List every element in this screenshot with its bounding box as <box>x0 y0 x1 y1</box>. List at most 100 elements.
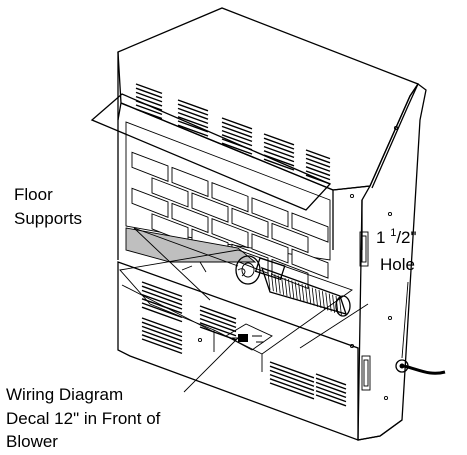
vent-slot <box>315 373 347 386</box>
blower-fin <box>298 282 301 301</box>
blower-fin <box>311 287 315 306</box>
vent-slot <box>221 121 253 134</box>
label-hole-word: Hole <box>380 255 415 274</box>
right-side-panel <box>357 83 427 441</box>
vent-slot <box>263 137 295 150</box>
label-floor: Floor <box>14 185 53 204</box>
blower-fin <box>288 279 291 298</box>
blower-fin <box>328 293 332 312</box>
blower-fin <box>274 274 278 293</box>
vent-slot <box>221 138 253 151</box>
vent-slot <box>263 141 295 154</box>
brick <box>271 222 309 254</box>
heat-deflector <box>90 93 332 211</box>
leader-lines <box>133 227 409 393</box>
blower-fin <box>294 281 298 300</box>
cabinet-outline <box>117 7 427 441</box>
brick <box>191 192 229 223</box>
vent-slot <box>315 390 347 403</box>
vent-slot <box>141 334 183 350</box>
vent-slot <box>221 117 253 130</box>
vent-slot <box>141 338 183 355</box>
brick <box>131 151 169 182</box>
vent-slot <box>269 373 315 392</box>
label-wiring-decal: Wiring Diagram Decal 12" in Front of Blo… <box>6 385 161 451</box>
vent-slot <box>315 377 347 390</box>
vent-slot <box>177 103 209 116</box>
vent-slot <box>177 116 209 129</box>
vent-slot <box>305 161 331 172</box>
label-wiring-line1: Wiring Diagram <box>6 385 123 404</box>
vent-slot <box>315 385 347 399</box>
label-hole: 1 1/2" Hole <box>376 227 417 274</box>
blower-fin <box>305 285 308 304</box>
vent-slot <box>199 309 237 324</box>
vent-slot <box>141 285 183 302</box>
label-supports: Supports <box>14 209 82 228</box>
label-hole-size: 1 1/2" <box>376 227 417 247</box>
brick <box>251 233 289 264</box>
side-details <box>197 125 446 401</box>
label-wiring-line3: Blower <box>6 432 58 451</box>
vent-slot <box>141 302 183 319</box>
vent-slot <box>141 329 183 346</box>
blower-fin <box>318 289 322 309</box>
vent-slot <box>315 394 347 407</box>
vent-slot <box>141 293 183 310</box>
blower-fin <box>267 271 271 291</box>
blower-fin <box>277 275 281 294</box>
vent-slot <box>263 133 295 146</box>
brick <box>291 248 329 279</box>
vent-slot <box>199 317 237 333</box>
vent-slot <box>141 289 183 306</box>
blower-fin <box>332 294 335 313</box>
blower-fin <box>322 291 325 310</box>
vent-slot <box>269 378 315 396</box>
vent-slot <box>221 129 253 143</box>
vent-slot <box>263 145 295 159</box>
vent-slot <box>305 149 331 160</box>
blower-fin <box>339 297 342 316</box>
label-floor-supports: Floor Supports <box>14 185 82 228</box>
vent-slot <box>135 108 163 120</box>
brick <box>291 212 329 243</box>
vent-slot <box>221 125 253 138</box>
vent-slot <box>177 99 209 112</box>
vent-slot <box>177 107 209 120</box>
power-cord <box>403 364 446 375</box>
vent-slot <box>221 142 253 155</box>
brick <box>211 182 249 213</box>
brick <box>231 207 269 238</box>
vent-slot <box>141 306 183 323</box>
brick <box>171 166 209 198</box>
vent-slot <box>199 305 237 320</box>
bottom-front-panel <box>117 261 359 441</box>
brick-wall <box>131 151 329 290</box>
vent-slot <box>305 166 331 177</box>
vent-slot <box>177 111 209 125</box>
vent-slot <box>141 298 183 314</box>
brick <box>131 187 169 218</box>
vent-slot <box>141 281 183 298</box>
blower-fin <box>335 295 339 315</box>
vent-slot <box>177 120 209 133</box>
vent-slot <box>135 100 163 111</box>
vent-slot <box>269 361 315 379</box>
vent-slot <box>177 124 209 137</box>
vent-slot <box>263 150 295 163</box>
brick <box>211 218 249 249</box>
blower-fin <box>281 276 284 295</box>
blower-fin <box>301 283 305 303</box>
vent-slot <box>269 382 315 400</box>
vent-slot <box>135 104 163 116</box>
blower-fin <box>308 286 312 305</box>
blower-fin <box>284 277 288 297</box>
vent-slot <box>269 369 315 387</box>
vent-slot <box>141 321 183 338</box>
vent-slot <box>199 313 237 329</box>
vent-slot <box>263 154 295 167</box>
vent-slot <box>269 365 315 383</box>
vent-slot <box>141 325 183 342</box>
